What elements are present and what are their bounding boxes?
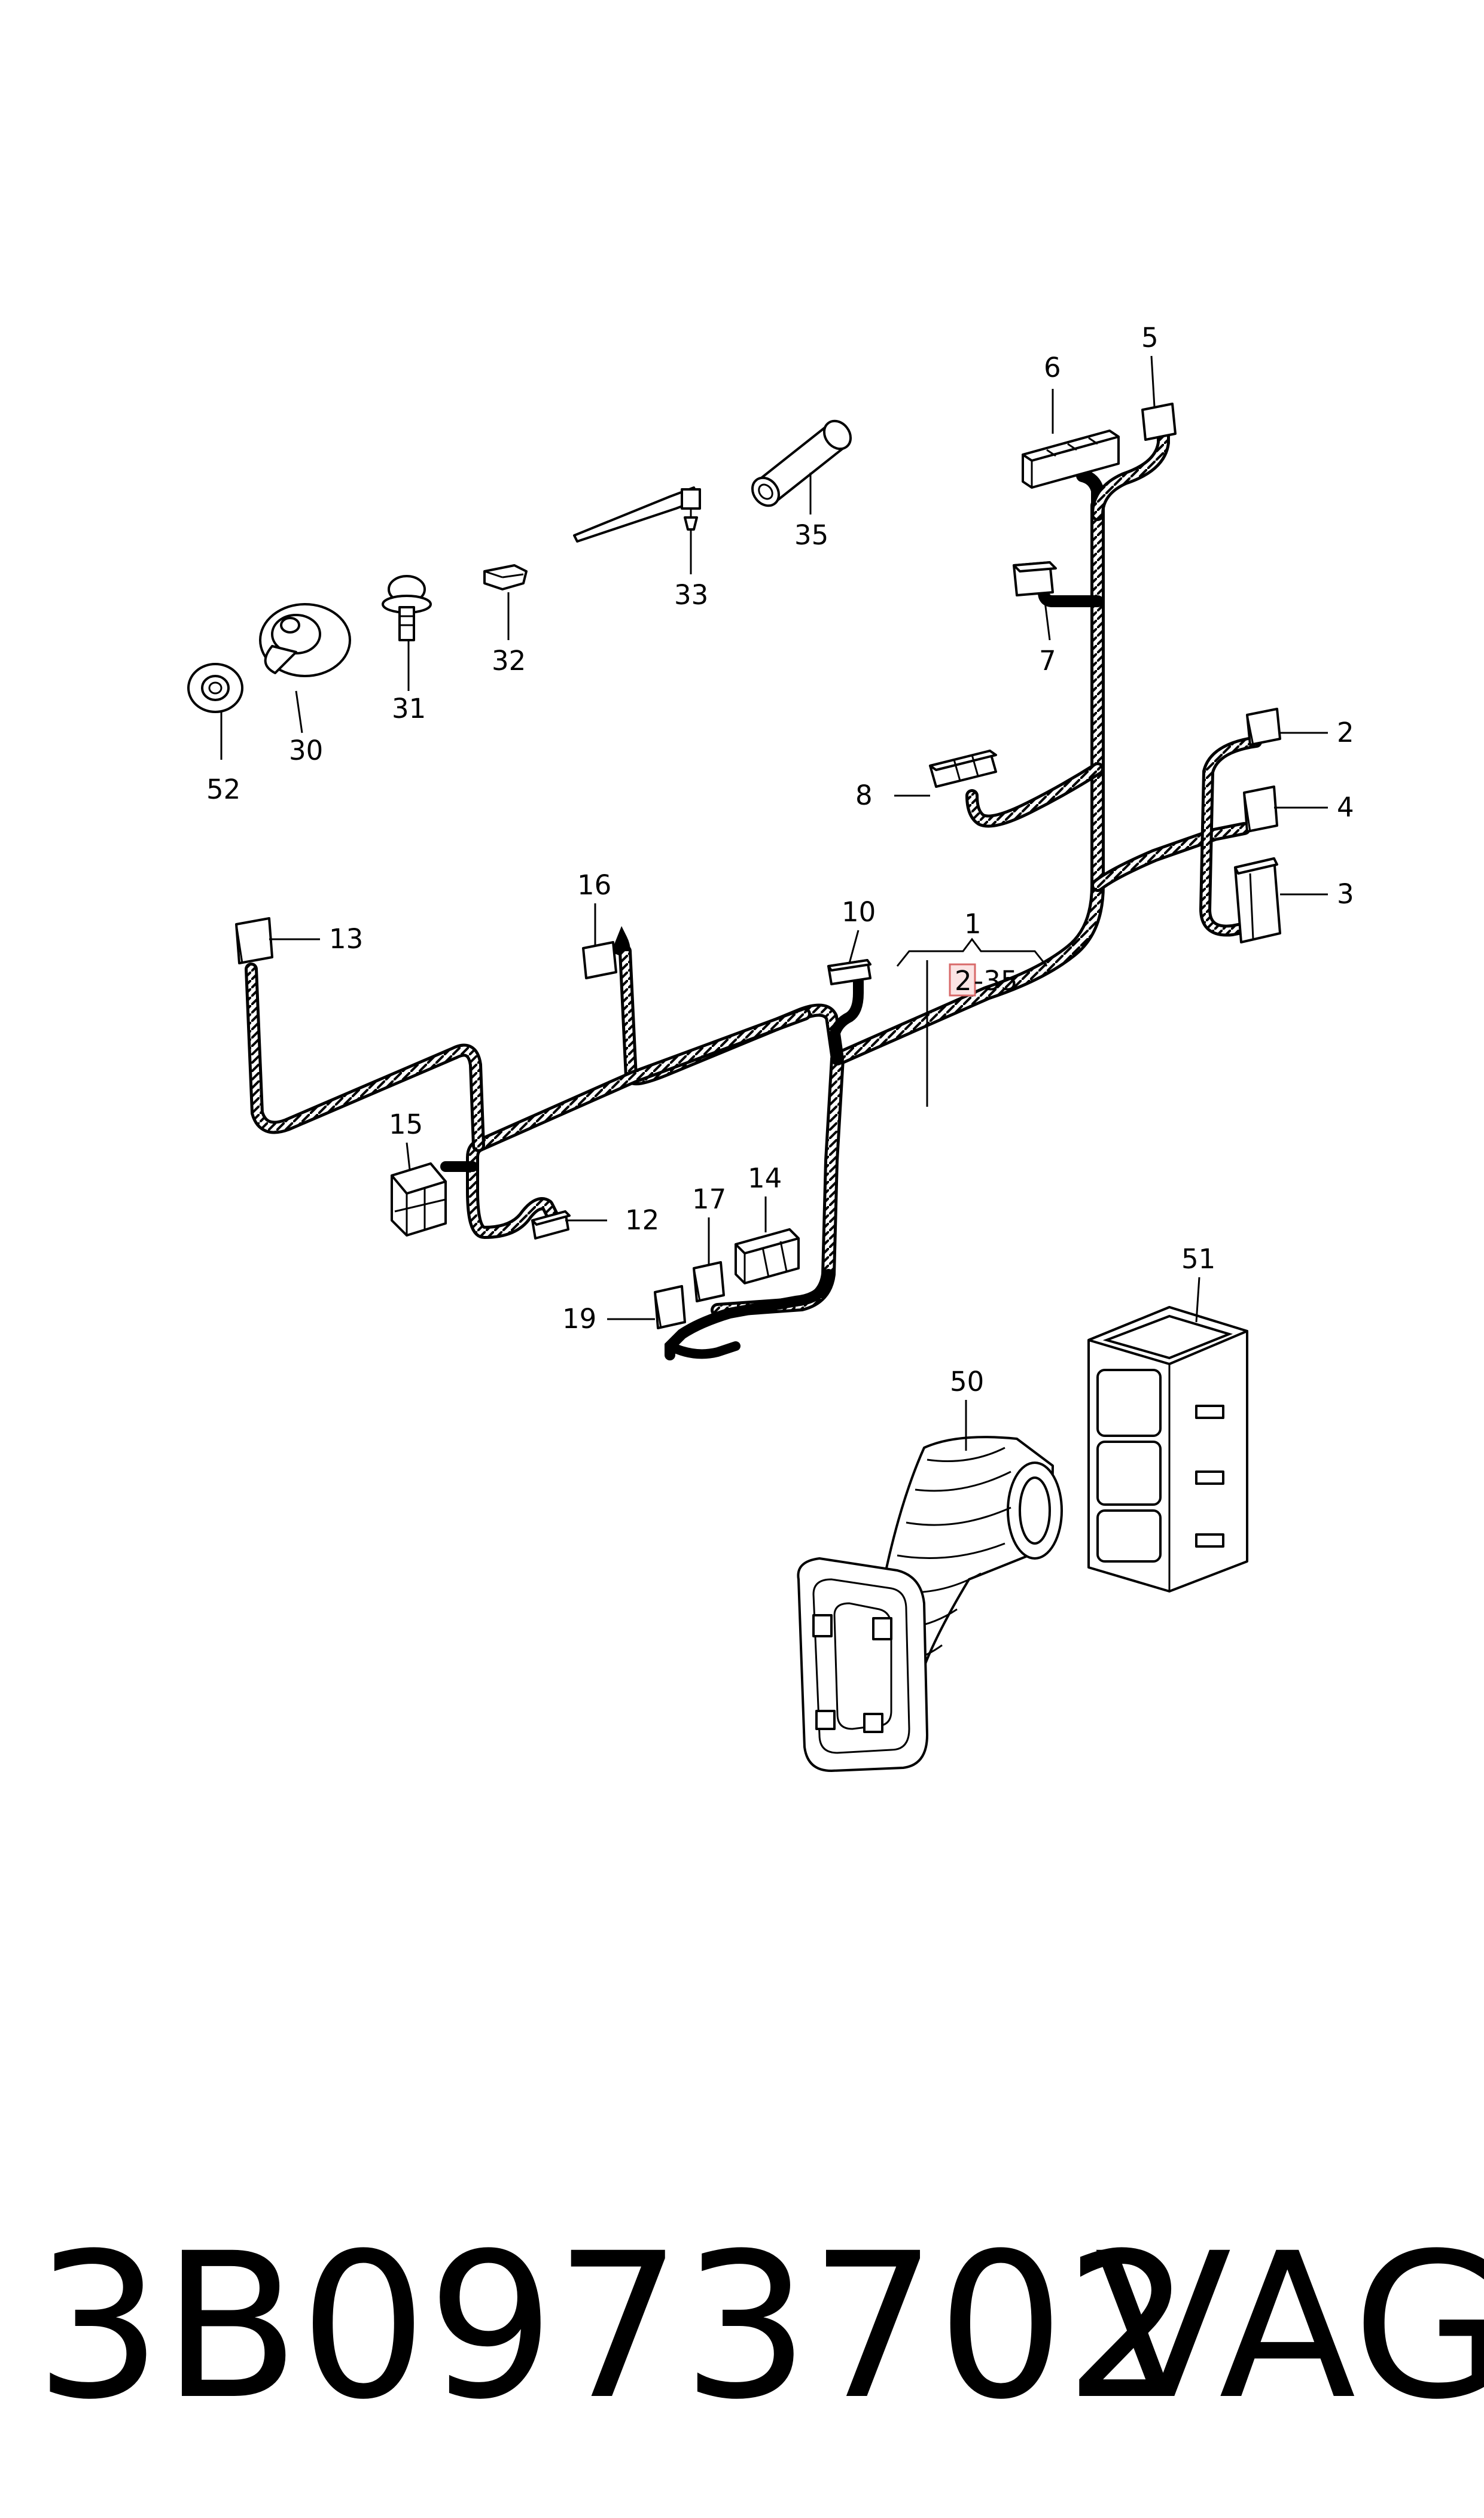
connector-6 — [1022, 430, 1120, 489]
label-32: 32 — [492, 645, 526, 677]
label-33: 33 — [674, 579, 708, 611]
connector-19 — [654, 1285, 686, 1329]
connector-3 — [1234, 857, 1281, 943]
callout-labels: 1 2 3 4 5 6 7 8 10 12 13 14 15 16 17 19 … — [206, 322, 1354, 1397]
bush-52 — [187, 663, 243, 713]
sleeve-35 — [751, 419, 852, 507]
label-14: 14 — [748, 1162, 782, 1194]
connector-16 — [582, 941, 617, 979]
label-10: 10 — [842, 896, 876, 928]
cable-tie-33 — [573, 486, 701, 543]
connector-13 — [235, 917, 273, 964]
range-highlight-box[interactable] — [949, 963, 976, 997]
label-50: 50 — [950, 1366, 984, 1397]
range-end-label: -35 — [974, 965, 1018, 997]
grommet-30 — [259, 603, 351, 677]
label-4: 4 — [1337, 791, 1354, 823]
label-31: 31 — [392, 693, 426, 724]
label-19: 19 — [562, 1303, 596, 1335]
connector-4 — [1243, 785, 1278, 833]
label-17: 17 — [692, 1183, 726, 1215]
connector-7 — [1013, 561, 1057, 596]
label-52: 52 — [206, 774, 240, 805]
label-15: 15 — [389, 1109, 423, 1140]
brand-name: VAG — [1095, 2211, 1484, 2444]
label-30: 30 — [289, 735, 323, 766]
push-pin-31 — [382, 575, 432, 641]
connector-8 — [929, 750, 997, 788]
connector-12 — [531, 1210, 571, 1240]
label-16: 16 — [577, 869, 611, 901]
label-13: 13 — [329, 923, 363, 955]
connector-15 — [391, 1162, 447, 1237]
wiring-harness — [245, 427, 1262, 1360]
range-start-label[interactable]: 2 — [955, 965, 972, 997]
label-6: 6 — [1044, 352, 1061, 383]
label-3: 3 — [1337, 878, 1354, 910]
connector-5 — [1141, 403, 1177, 441]
label-2: 2 — [1337, 717, 1354, 748]
connector-17 — [693, 1261, 725, 1302]
connector-2 — [1246, 708, 1281, 746]
connector-10 — [827, 959, 871, 985]
leader-lines — [220, 355, 1328, 1451]
label-12: 12 — [625, 1204, 659, 1236]
label-7: 7 — [1039, 645, 1056, 677]
bellows-50 — [797, 1436, 1063, 1772]
clip-32 — [483, 564, 528, 590]
label-35: 35 — [794, 519, 828, 551]
label-5: 5 — [1141, 322, 1159, 354]
label-1: 1 — [964, 908, 982, 940]
label-8: 8 — [855, 780, 873, 811]
connector-14 — [735, 1228, 800, 1284]
housing-51 — [1087, 1306, 1248, 1593]
part-number: 3B0973702 — [35, 2211, 1192, 2444]
label-51: 51 — [1181, 1243, 1215, 1275]
